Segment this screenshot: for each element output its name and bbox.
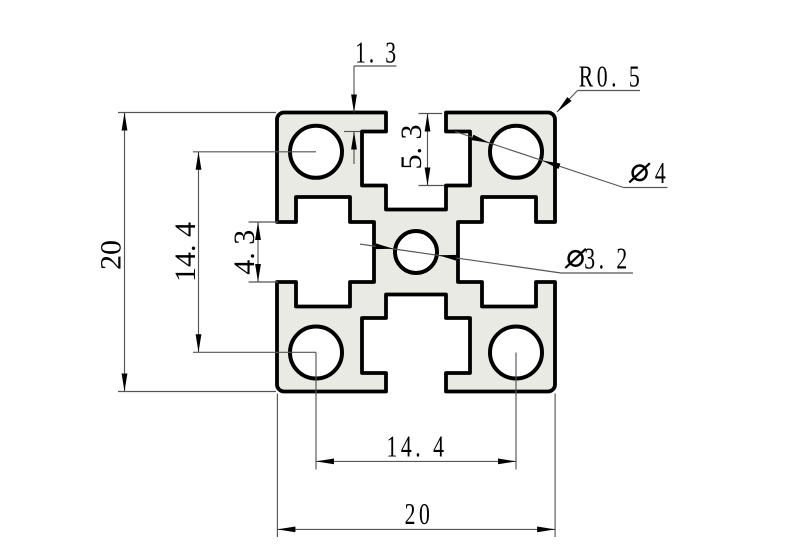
svg-text:3. 2: 3. 2 — [584, 241, 631, 276]
svg-text:5. 3: 5. 3 — [395, 125, 428, 170]
svg-text:20: 20 — [405, 496, 434, 531]
svg-text:1. 3: 1. 3 — [355, 35, 399, 70]
svg-text:R0. 5: R0. 5 — [579, 59, 644, 94]
svg-text:14. 4: 14. 4 — [169, 222, 202, 282]
svg-text:4. 3: 4. 3 — [228, 230, 261, 275]
svg-text:4: 4 — [655, 155, 669, 190]
svg-text:20: 20 — [95, 240, 128, 270]
svg-text:14. 4: 14. 4 — [387, 428, 448, 463]
